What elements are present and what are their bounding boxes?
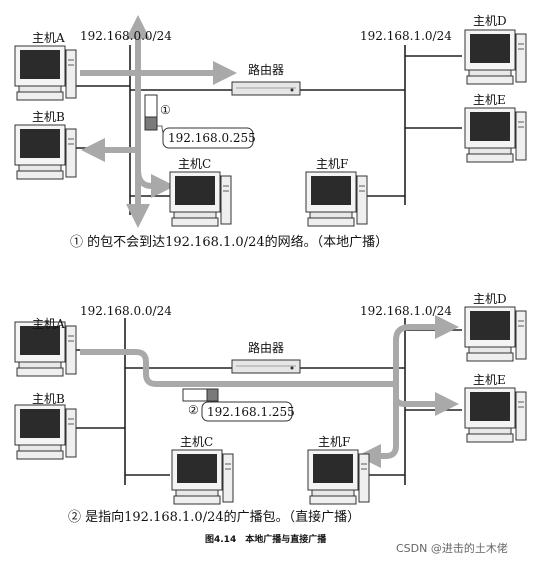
figure-caption: 图4.14 本地广播与直接广播 bbox=[205, 535, 327, 545]
bottom-packet-addr-box bbox=[201, 401, 293, 422]
bottom-host-a-label: 主机A bbox=[32, 317, 65, 331]
bottom-host-e-computer-icon bbox=[464, 387, 527, 443]
top-host-f-computer-icon bbox=[305, 171, 368, 227]
top-net-right-label: 192.168.1.0/24 bbox=[360, 29, 452, 43]
bottom-host-b-label: 主机B bbox=[32, 392, 65, 406]
bottom-packet-icon bbox=[182, 388, 219, 402]
top-host-e-computer-icon bbox=[464, 107, 527, 163]
bottom-host-f-label: 主机F bbox=[318, 435, 351, 449]
top-panel bbox=[14, 15, 527, 228]
bottom-broadcast-arrows bbox=[80, 315, 459, 468]
top-caption: ① 的包不会到达192.168.1.0/24的网络。（本地广播） bbox=[70, 235, 389, 250]
top-host-c-computer-icon bbox=[169, 171, 232, 227]
top-packet-addr: 192.168.0.255 bbox=[168, 131, 256, 145]
bottom-net-left-label: 192.168.0.0/24 bbox=[80, 304, 172, 318]
top-host-f-label: 主机F bbox=[316, 157, 349, 171]
top-host-c-label: 主机C bbox=[178, 157, 212, 171]
bottom-host-c-computer-icon bbox=[171, 449, 234, 505]
top-host-b-label: 主机B bbox=[32, 110, 65, 124]
watermark: CSDN @进击的土木佬 bbox=[396, 542, 508, 555]
top-host-a-label: 主机A bbox=[32, 31, 65, 45]
bottom-host-c-label: 主机C bbox=[180, 435, 214, 449]
bottom-router-label: 路由器 bbox=[248, 341, 285, 355]
top-host-d-computer-icon bbox=[464, 29, 527, 85]
bottom-host-b-computer-icon bbox=[14, 404, 77, 460]
top-packet-addr-box bbox=[162, 127, 254, 149]
bottom-caption: ② 是指向192.168.1.0/24的广播包。（直接广播） bbox=[68, 510, 361, 525]
top-router-label: 路由器 bbox=[248, 63, 285, 77]
top-host-a-computer-icon bbox=[14, 45, 77, 101]
bottom-packet-addr: 192.168.1.255 bbox=[207, 405, 295, 419]
top-broadcast-arrows bbox=[80, 15, 237, 228]
bottom-packet-marker: ② bbox=[188, 403, 199, 417]
bottom-host-f-computer-icon bbox=[307, 449, 370, 505]
bottom-net-right-label: 192.168.1.0/24 bbox=[360, 304, 452, 318]
bottom-host-d-computer-icon bbox=[464, 306, 527, 362]
top-host-b-computer-icon bbox=[14, 124, 77, 180]
top-router bbox=[231, 81, 301, 96]
top-host-e-label: 主机E bbox=[473, 93, 506, 107]
bottom-host-d-label: 主机D bbox=[473, 292, 507, 306]
bottom-router bbox=[231, 359, 301, 374]
bottom-host-e-label: 主机E bbox=[473, 373, 506, 387]
top-net-left-label: 192.168.0.0/24 bbox=[80, 29, 172, 43]
top-packet-marker: ① bbox=[160, 103, 171, 117]
top-host-d-label: 主机D bbox=[473, 14, 507, 28]
bottom-panel bbox=[14, 306, 527, 505]
